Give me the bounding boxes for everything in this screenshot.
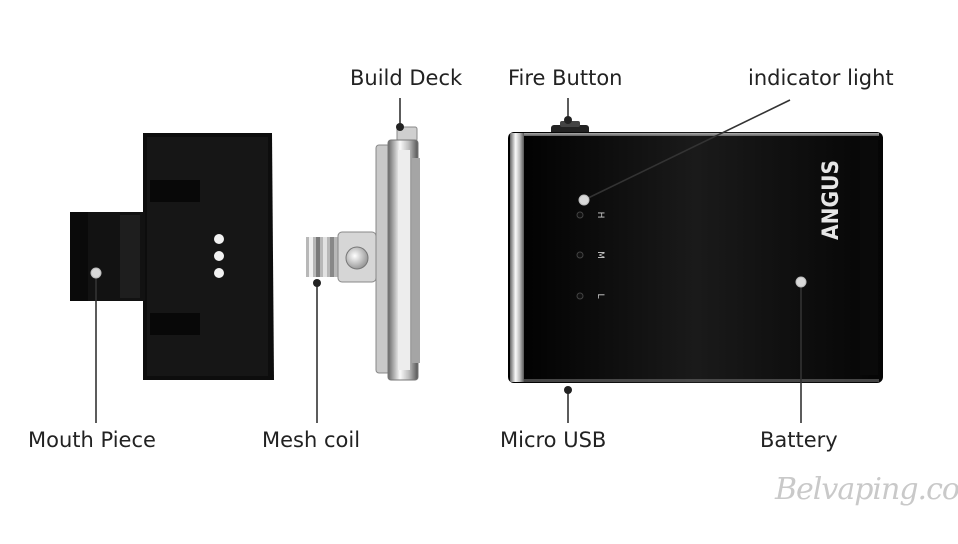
- label-battery: Battery: [760, 428, 838, 452]
- callout-dot-micro-usb: [564, 386, 572, 394]
- callout-lines: [95, 98, 802, 423]
- pod-contact-dot: [214, 268, 224, 278]
- led-h-label: H: [595, 212, 605, 219]
- pod-contact-dot: [214, 251, 224, 261]
- battery-body: H M L ANGUS: [508, 121, 883, 383]
- callout-dot-fire-button: [564, 116, 572, 124]
- led-m-label: M: [595, 251, 605, 259]
- label-indicator-light: indicator light: [748, 66, 894, 90]
- callout-dots: [90, 116, 807, 394]
- build-deck-part: [375, 126, 420, 381]
- brand-logo: ANGUS: [819, 160, 844, 240]
- led-l-dot: [576, 292, 584, 300]
- led-l-label: L: [595, 293, 605, 298]
- pod-contact-dot: [214, 234, 224, 244]
- callout-dot-mouth-piece: [90, 267, 102, 279]
- mesh-coil-part: [306, 231, 377, 283]
- label-micro-usb: Micro USB: [500, 428, 607, 452]
- callout-dot-indicator-light: [578, 194, 590, 206]
- watermark-text: Belvaping.com: [775, 472, 958, 507]
- label-mouth-piece: Mouth Piece: [28, 428, 156, 452]
- callout-line-indicator-light: [583, 99, 791, 201]
- pod-cartridge: [143, 133, 274, 380]
- led-m-dot: [576, 251, 584, 259]
- callout-dot-build-deck: [396, 123, 404, 131]
- callout-dot-battery: [795, 276, 807, 288]
- callout-dot-mesh-coil: [313, 279, 321, 287]
- led-h-dot: [576, 211, 584, 219]
- label-build-deck: Build Deck: [350, 66, 463, 90]
- mouth-piece: [70, 212, 145, 301]
- label-mesh-coil: Mesh coil: [262, 428, 361, 452]
- label-fire-button: Fire Button: [508, 66, 623, 90]
